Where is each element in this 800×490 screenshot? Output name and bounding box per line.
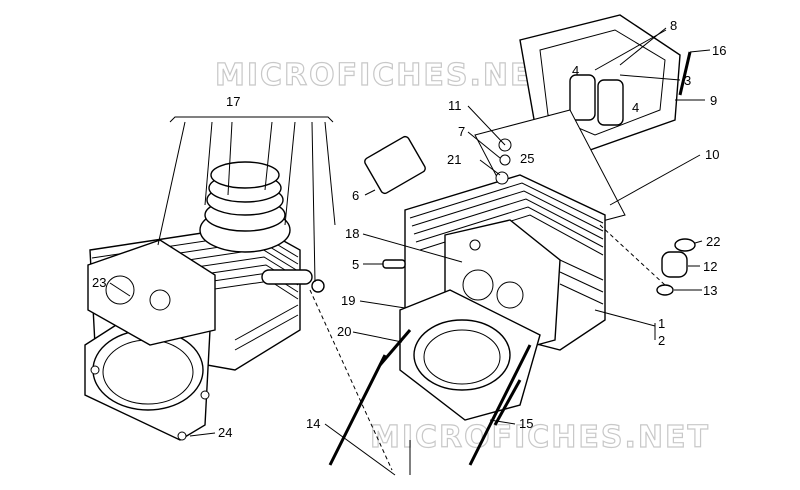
callout-18: 18 [345,226,359,241]
watermark-top: MICROFICHES.NET [215,58,555,93]
right-head-assembly [328,14,696,466]
callout-labels: 17 8 16 4 3 4 9 11 7 25 21 10 6 18 22 5 … [92,18,726,440]
callout-1: 1 [658,316,665,331]
callout-10: 10 [705,147,719,162]
callout-8: 8 [670,18,677,33]
callout-19: 19 [341,293,355,308]
callout-14: 14 [306,416,320,431]
callout-2: 2 [658,333,665,348]
callout-21: 21 [447,152,461,167]
callout-20: 20 [337,324,351,339]
callout-12: 12 [703,259,717,274]
callout-3: 3 [684,73,691,88]
callout-4-upper: 4 [572,63,579,78]
callout-17-lines [157,116,336,283]
callout-15: 15 [519,416,533,431]
callout-25: 25 [520,151,534,166]
callout-22: 22 [706,234,720,249]
callout-7: 7 [458,124,465,139]
callout-16: 16 [712,43,726,58]
callout-17: 17 [226,94,240,109]
callout-6: 6 [352,188,359,203]
watermark-bottom: MICROFICHES.NET [370,420,710,455]
callout-23: 23 [92,275,106,290]
callout-13: 13 [703,283,717,298]
callout-4-lower: 4 [632,100,639,115]
left-cylinder-assembly [84,161,325,441]
callout-24: 24 [218,425,232,440]
callout-9: 9 [710,93,717,108]
callout-11: 11 [448,98,462,113]
callout-5: 5 [352,257,359,272]
leader-lines [109,27,711,476]
